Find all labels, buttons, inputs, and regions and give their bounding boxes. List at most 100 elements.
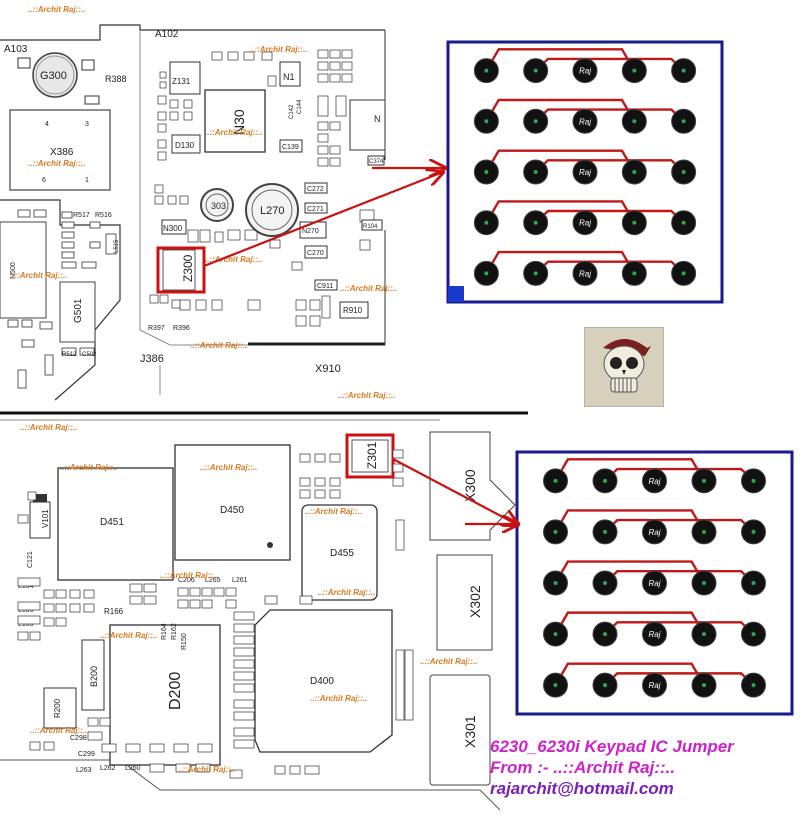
pad-contact-dot xyxy=(533,271,538,276)
pad-contact-dot xyxy=(553,581,558,585)
watermark: ..::Archit Raj::.. xyxy=(30,726,87,735)
top-board-label-r910: R910 xyxy=(343,306,363,315)
pad-contact-dot xyxy=(603,478,607,483)
top-board-label-c271: C271 xyxy=(307,206,324,213)
top-board-label-a103: A103 xyxy=(4,44,28,55)
top-board-label-x386-pin6: 6 xyxy=(42,177,46,184)
keypad-pad xyxy=(572,159,598,185)
bottom-board-label-c299: C299 xyxy=(78,751,95,758)
top-board: G300 A103 R388 X386 4 3 6 1 N500 R517 xyxy=(0,5,397,401)
bottom-board-label-l261: L261 xyxy=(232,577,248,584)
pad-contact-dot xyxy=(484,119,489,124)
top-board-label-n270: N270 xyxy=(302,228,319,235)
pad-contact-dot xyxy=(553,632,558,637)
top-board-label-g300: G300 xyxy=(40,70,67,82)
top-board-label-n500: N500 xyxy=(10,262,17,279)
bottom-board-label-l105: L105 xyxy=(18,607,34,614)
bottom-board-label-r166: R166 xyxy=(104,607,124,616)
watermark: ..::Archit Raj::.. xyxy=(305,507,362,516)
pad-contact-dot xyxy=(681,68,686,73)
bottom-board-label-l263: L263 xyxy=(76,767,92,774)
corner-marker xyxy=(448,286,464,302)
top-board-label-c911: C911 xyxy=(317,283,333,290)
pad-contact-dot xyxy=(751,683,756,688)
bottom-board-label-c206: C206 xyxy=(178,577,195,584)
bottom-board-label-r200: R200 xyxy=(53,698,62,718)
watermark: ..::Archit Raj::.. xyxy=(60,463,117,472)
bottom-board-label-d400: D400 xyxy=(310,676,334,687)
pad-center-label: Raj xyxy=(579,67,591,76)
caption-email[interactable]: rajarchit@hotmail.com xyxy=(490,779,674,798)
bottom-board-label-l260: L260 xyxy=(125,765,141,772)
top-board-label-x386: X386 xyxy=(50,147,74,158)
pad-contact-dot xyxy=(533,68,538,73)
pad-contact-dot xyxy=(553,529,558,534)
keypad-pad xyxy=(642,570,667,596)
top-board-label-c139: C139 xyxy=(282,144,299,151)
bottom-board-label-d451: D451 xyxy=(100,517,124,528)
top-board-label-z131: Z131 xyxy=(172,77,191,86)
top-board-label-c144: C144 xyxy=(297,99,303,114)
pad-center-label: Raj xyxy=(648,528,660,537)
pad-contact-dot xyxy=(632,170,637,174)
bottom-board-label-d450: D450 xyxy=(220,505,244,516)
watermark: ..::Archit Raj::.. xyxy=(100,631,157,640)
pad-contact-dot xyxy=(484,68,489,73)
top-board-label-j386: J386 xyxy=(140,353,164,365)
pad-contact-dot xyxy=(632,68,637,73)
bottom-board-label-r164: R164 xyxy=(161,623,168,640)
bottom-board-label-x302: X302 xyxy=(467,585,483,618)
top-board-label-r397: R397 xyxy=(148,325,165,332)
bottom-board-label-z301: Z301 xyxy=(365,441,379,469)
watermark: ..::Archit Raj::.. xyxy=(338,391,395,400)
pad-center-label: Raj xyxy=(579,269,591,278)
top-board-label-x386-pin1: 1 xyxy=(85,177,89,184)
pad-contact-dot xyxy=(681,170,686,174)
top-board-label-n300: N300 xyxy=(163,224,183,233)
pad-contact-dot xyxy=(603,581,607,585)
bottom-board-label-d200: D200 xyxy=(167,672,184,710)
top-board-label-r388: R388 xyxy=(105,74,127,84)
pad-contact-dot xyxy=(681,220,686,225)
pad-contact-dot xyxy=(681,119,686,124)
footer-caption: 6230_6230i Keypad IC Jumper From :- ..::… xyxy=(490,736,790,799)
pad-contact-dot xyxy=(751,581,756,585)
top-board-label-x910: X910 xyxy=(315,363,341,375)
pad-contact-dot xyxy=(603,683,607,688)
watermark: ..::Archit Raj::.. xyxy=(200,463,257,472)
watermark: ..::Archit Raj::.. xyxy=(420,657,477,666)
pad-contact-dot xyxy=(553,683,558,688)
pad-contact-dot xyxy=(533,220,538,225)
caption-title: 6230_6230i Keypad IC Jumper xyxy=(490,737,734,756)
pad-contact-dot xyxy=(553,478,558,483)
top-board-label-c142: C142 xyxy=(289,104,295,119)
top-board-label-r516: R516 xyxy=(95,212,112,219)
pad-contact-dot xyxy=(681,271,686,276)
watermark: ..::Archit Raj::.. xyxy=(190,341,247,350)
pad-contact-dot xyxy=(603,529,607,534)
watermark: ..::Archit Raj::.. xyxy=(160,571,217,580)
watermark: ..::Archit Raj::.. xyxy=(10,271,67,280)
top-board-label-a102: A102 xyxy=(155,29,179,40)
keypad-pad xyxy=(642,468,667,494)
arrows xyxy=(203,168,518,525)
watermark: ..::Archit Raj::.. xyxy=(20,423,77,432)
arrow-z300-to-top-diagram xyxy=(203,172,443,268)
watermark: ..::Archit Raj::.. xyxy=(205,128,262,137)
watermark: ..::Archit Raj::.. xyxy=(28,5,85,14)
top-board-label-r396: R396 xyxy=(173,325,190,332)
watermark: ..::Archit Raj::.. xyxy=(310,694,367,703)
pad-contact-dot xyxy=(751,478,756,483)
bottom-board-label-d455: D455 xyxy=(330,548,354,559)
top-board-label-z300: Z300 xyxy=(181,254,195,282)
top-board-label-x386-pin3: 3 xyxy=(85,121,89,128)
bottom-board-label-l104: L104 xyxy=(18,583,34,590)
pad-contact-dot xyxy=(632,119,637,124)
keypad-pad xyxy=(642,519,667,545)
pad-center-label: Raj xyxy=(648,630,660,639)
arrow-z301-to-bottom-diagram xyxy=(392,458,518,525)
keypad-pad xyxy=(642,672,667,698)
